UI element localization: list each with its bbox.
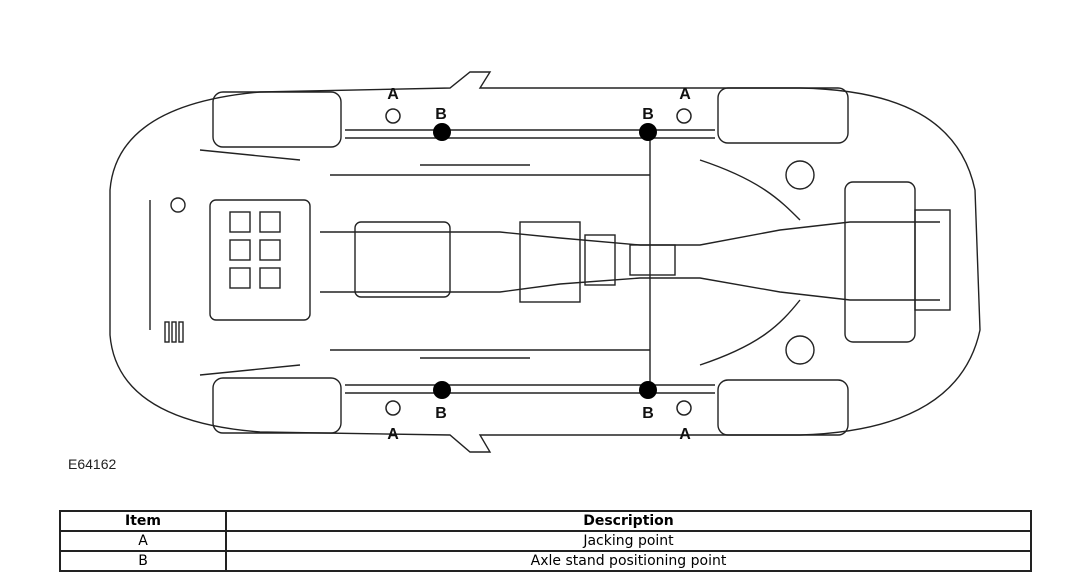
rear-left-wheel bbox=[717, 87, 849, 144]
header-description: Description bbox=[225, 510, 1032, 532]
figure-id: E64162 bbox=[68, 456, 117, 472]
table-header-row: Item Description bbox=[59, 510, 1032, 532]
table-row: B Axle stand positioning point bbox=[59, 550, 1032, 572]
front-left-wheel bbox=[212, 91, 342, 148]
label-a: A bbox=[679, 86, 691, 103]
label-b: B bbox=[435, 405, 447, 422]
jacking-point-marker bbox=[385, 400, 401, 416]
axle-stand-points bbox=[433, 123, 657, 399]
axle-stand-marker bbox=[433, 123, 451, 141]
cell-item: A bbox=[59, 530, 227, 552]
axle-stand-marker bbox=[433, 381, 451, 399]
cell-description: Axle stand positioning point bbox=[225, 550, 1032, 572]
axle-stand-marker bbox=[639, 123, 657, 141]
table-row: A Jacking point bbox=[59, 530, 1032, 552]
header-item: Item bbox=[59, 510, 227, 532]
front-right-wheel bbox=[212, 377, 342, 434]
vehicle-underside-diagram: A A A A B B B B bbox=[109, 71, 981, 453]
body-outline bbox=[109, 71, 981, 453]
label-b: B bbox=[642, 106, 654, 123]
jacking-point-marker bbox=[676, 108, 692, 124]
label-b: B bbox=[435, 106, 447, 123]
label-a: A bbox=[679, 426, 691, 443]
jacking-point-marker bbox=[676, 400, 692, 416]
axle-stand-marker bbox=[639, 381, 657, 399]
label-a: A bbox=[387, 86, 399, 103]
label-b: B bbox=[642, 405, 654, 422]
cell-description: Jacking point bbox=[225, 530, 1032, 552]
legend-table: Item Description A Jacking point B Axle … bbox=[59, 510, 1032, 572]
jacking-point-marker bbox=[385, 108, 401, 124]
cell-item: B bbox=[59, 550, 227, 572]
jacking-points bbox=[385, 108, 692, 416]
label-a: A bbox=[387, 426, 399, 443]
rear-right-wheel bbox=[717, 379, 849, 436]
